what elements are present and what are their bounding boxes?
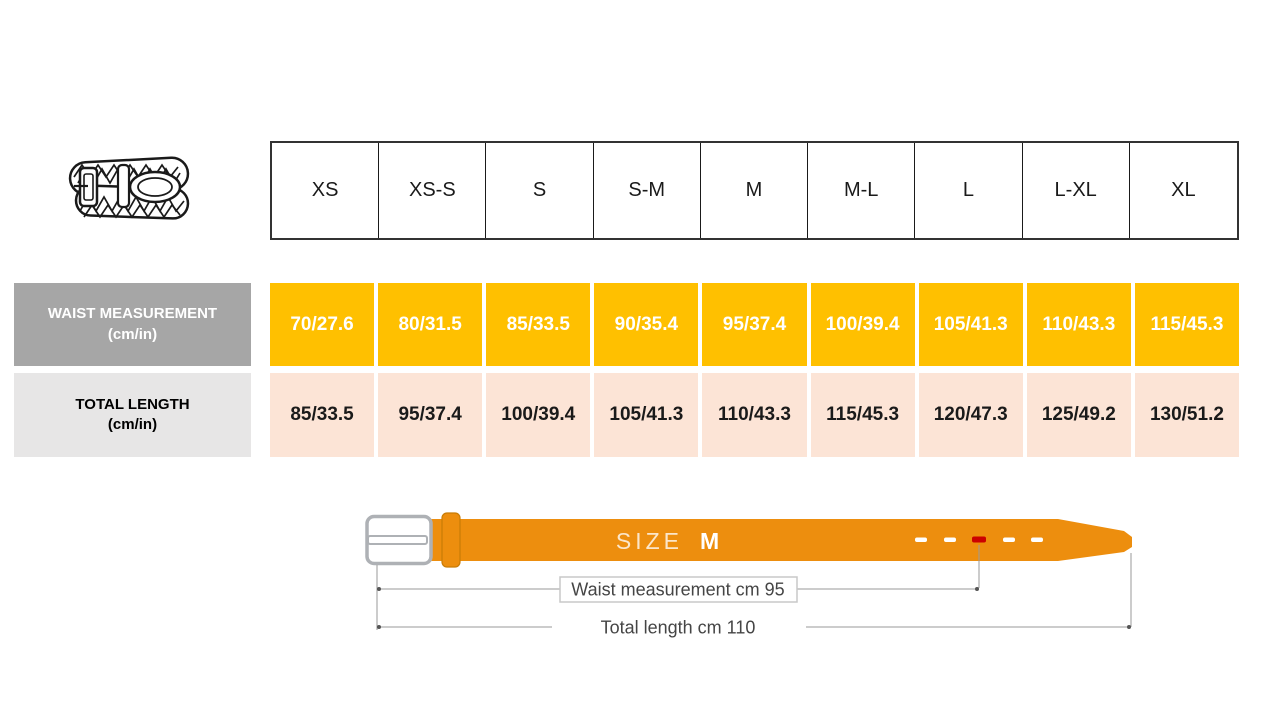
- waist-measurement-row: 70/27.6 80/31.5 85/33.5 90/35.4 95/37.4 …: [270, 283, 1239, 366]
- belt-measurement-diagram: SIZE M Waist measurement cm 95 Total len…: [365, 512, 1132, 638]
- length-annotation-text: Total length cm 110: [601, 618, 756, 638]
- waist-value-cell: 115/45.3: [1134, 283, 1239, 366]
- dimension-end-dot: [377, 587, 381, 591]
- size-header-table: XS XS-S S S-M M M-L L L-XL XL: [270, 141, 1239, 240]
- length-value-cell: 100/39.4: [486, 373, 591, 457]
- waist-annotation-text: Waist measurement cm 95: [571, 580, 784, 600]
- waist-value-cell: 85/33.5: [486, 283, 591, 366]
- waist-value-cell: 70/27.6: [270, 283, 375, 366]
- size-value: M: [700, 528, 719, 554]
- length-value-cell: 85/33.5: [270, 373, 375, 457]
- waist-value-cell: 80/31.5: [378, 283, 483, 366]
- size-header-cell: L-XL: [1023, 143, 1130, 238]
- length-value-cell: 120/47.3: [918, 373, 1023, 457]
- waist-annotation-box: [559, 576, 798, 603]
- length-value-cell: 125/49.2: [1026, 373, 1131, 457]
- waist-value-cell: 90/35.4: [594, 283, 699, 366]
- length-value-cell: 105/41.3: [594, 373, 699, 457]
- belt-strap: [424, 519, 1132, 561]
- size-header-cell: M-L: [808, 143, 916, 238]
- size-header-cell: L: [915, 143, 1023, 238]
- dimension-end-dot: [975, 587, 979, 591]
- size-header-cell: XS-S: [379, 143, 487, 238]
- size-label: SIZE: [616, 528, 683, 554]
- size-header-cell: M: [701, 143, 809, 238]
- size-header-cell: XL: [1171, 179, 1196, 201]
- belt-buckle: [365, 514, 433, 566]
- row-label-unit: (cm/in): [107, 325, 158, 343]
- total-length-row: 85/33.5 95/37.4 100/39.4 105/41.3 110/43…: [270, 373, 1239, 457]
- selected-hole: [972, 536, 986, 543]
- waist-value-cell: 100/39.4: [810, 283, 915, 366]
- dimension-end-dot: [377, 625, 381, 629]
- belt-keeper: [441, 512, 461, 568]
- length-value-cell: 130/51.2: [1134, 373, 1239, 457]
- row-label-title: TOTAL LENGTH: [75, 395, 190, 413]
- guide-lines: [376, 545, 1132, 630]
- dimension-end-dot: [1127, 625, 1131, 629]
- length-value-cell: 95/37.4: [378, 373, 483, 457]
- length-value-cell: 110/43.3: [702, 373, 807, 457]
- waist-measurement-row-label: WAIST MEASUREMENT (cm/in): [14, 283, 251, 366]
- size-header-cell: XS: [272, 143, 380, 238]
- total-length-row-label: TOTAL LENGTH (cm/in): [14, 373, 251, 457]
- waist-value-cell: 95/37.4: [702, 283, 807, 366]
- waist-value-cell: 110/43.3: [1026, 283, 1131, 366]
- size-header-cell: S-M: [594, 143, 701, 238]
- length-value-cell: 115/45.3: [810, 373, 915, 457]
- waist-value-cell: 105/41.3: [918, 283, 1023, 366]
- belt-holes: [915, 536, 1043, 543]
- row-label-title: WAIST MEASUREMENT: [47, 305, 218, 323]
- row-label-unit: (cm/in): [107, 416, 158, 433]
- braided-belt-icon: [68, 156, 190, 220]
- size-header-cell: S: [486, 143, 594, 238]
